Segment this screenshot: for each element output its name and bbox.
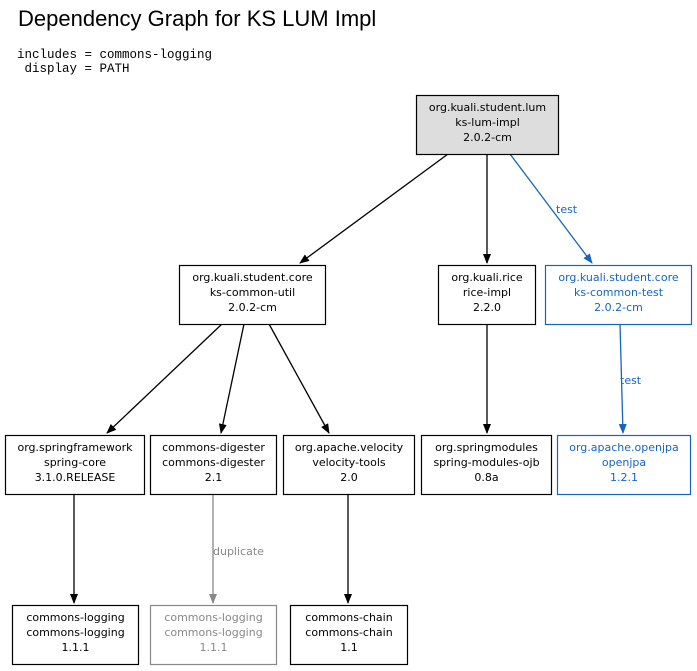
edge-ks-common-util-to-commons-digester: [218, 323, 245, 434]
node-artifact: ks-lum-impl: [455, 116, 520, 129]
edge-ks-common-util-to-spring-core: [106, 323, 223, 434]
node-commons-logging-b: commons-logging commons-logging 1.1.1: [149, 604, 278, 666]
nodes-layer: org.kuali.student.lum ks-lum-impl 2.0.2-cm…: [4, 94, 693, 666]
node-artifact: ks-common-test: [574, 286, 664, 299]
node-version: 2.0: [340, 471, 358, 484]
node-box: [178, 264, 327, 326]
node-group: org.apache.velocity: [295, 441, 404, 454]
node-artifact: openjpa: [602, 456, 646, 469]
node-group: org.kuali.rice: [451, 271, 523, 284]
node-artifact: spring-modules-ojb: [433, 456, 539, 469]
param-includes: includes = commons-logging: [17, 48, 213, 62]
node-artifact: commons-chain: [305, 626, 392, 639]
node-rice-impl: org.kuali.rice rice-impl 2.2.0: [437, 264, 537, 326]
node-group: commons-logging: [26, 611, 124, 624]
graph-parameters: includes = commons-logging display = PAT…: [17, 48, 212, 76]
node-artifact: velocity-tools: [312, 456, 386, 469]
node-version: 1.1.1: [62, 641, 90, 654]
node-group: commons-chain: [305, 611, 392, 624]
node-artifact: spring-core: [44, 456, 106, 469]
node-box: [289, 604, 409, 666]
node-group: org.springframework: [17, 441, 133, 454]
node-ks-common-util: org.kuali.student.core ks-common-util 2.0.…: [178, 264, 327, 326]
node-group: org.apache.openjpa: [569, 441, 679, 454]
node-box: [149, 604, 278, 666]
node-group: org.kuali.student.core: [558, 271, 678, 284]
node-box: [437, 264, 537, 326]
node-artifact: commons-logging: [26, 626, 124, 639]
node-group: commons-logging: [164, 611, 262, 624]
node-box: [544, 264, 693, 326]
edge-label-duplicate: duplicate: [213, 545, 264, 558]
edge-ks-lum-impl-to-ks-common-util: [299, 153, 449, 264]
node-box: [282, 434, 416, 496]
node-group: org.kuali.student.lum: [429, 101, 546, 114]
node-version: 2.1: [205, 471, 223, 484]
node-version: 1.2.1: [610, 471, 638, 484]
node-ks-common-test: org.kuali.student.core ks-common-test 2.0.…: [544, 264, 693, 326]
edge-label-test: test: [620, 374, 642, 387]
node-group: org.springmodules: [435, 441, 538, 454]
node-artifact: commons-digester: [162, 456, 265, 469]
node-box: [149, 434, 278, 496]
node-version: 0.8a: [474, 471, 498, 484]
edge-ks-lum-impl-to-ks-common-test: [509, 153, 593, 264]
node-box: [556, 434, 692, 496]
node-version: 2.0.2-cm: [228, 301, 277, 314]
edges-layer: test test duplicate: [70, 153, 642, 604]
node-commons-digester: commons-digester commons-digester 2.1: [149, 434, 278, 496]
node-version: 1.1.1: [200, 641, 228, 654]
node-group: org.kuali.student.core: [192, 271, 312, 284]
node-artifact: rice-impl: [463, 286, 511, 299]
node-box: [11, 604, 140, 666]
node-artifact: ks-common-util: [210, 286, 295, 299]
node-version: 2.0.2-cm: [463, 131, 512, 144]
node-box: [415, 94, 560, 156]
node-group: commons-digester: [162, 441, 265, 454]
node-ks-lum-impl: org.kuali.student.lum ks-lum-impl 2.0.2-cm: [415, 94, 560, 156]
param-display: display = PATH: [17, 62, 130, 76]
node-box: [4, 434, 146, 496]
node-version: 2.0.2-cm: [594, 301, 643, 314]
node-version: 1.1: [340, 641, 358, 654]
edge-label-test: test: [556, 203, 578, 216]
edge-ks-common-util-to-velocity-tools: [268, 323, 330, 434]
node-box: [420, 434, 553, 496]
edge-ks-common-test-to-openjpa: [618, 323, 627, 434]
node-version: 2.2.0: [473, 301, 501, 314]
node-commons-logging-a: commons-logging commons-logging 1.1.1: [11, 604, 140, 666]
node-openjpa: org.apache.openjpa openjpa 1.2.1: [556, 434, 692, 496]
node-velocity-tools: org.apache.velocity velocity-tools 2.0: [282, 434, 416, 496]
node-spring-modules-ojb: org.springmodules spring-modules-ojb 0.8a: [420, 434, 553, 496]
node-version: 3.1.0.RELEASE: [35, 471, 116, 484]
node-artifact: commons-logging: [164, 626, 262, 639]
node-commons-chain: commons-chain commons-chain 1.1: [289, 604, 409, 666]
diagram-title: Dependency Graph for KS LUM Impl: [18, 6, 377, 31]
node-spring-core: org.springframework spring-core 3.1.0.RELE…: [4, 434, 146, 496]
